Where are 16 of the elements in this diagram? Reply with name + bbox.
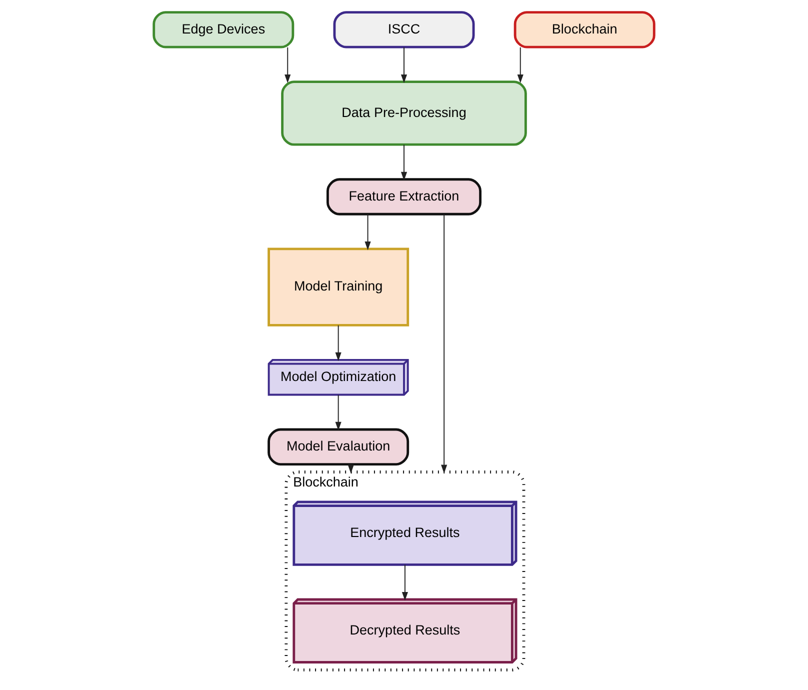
arrow xyxy=(441,214,448,474)
arrow xyxy=(348,464,354,474)
node-box: Feature Extraction xyxy=(326,178,482,216)
node-box: Edge Devices xyxy=(152,11,294,48)
node-box: Model Training xyxy=(268,248,410,326)
arrow xyxy=(517,46,524,84)
arrow xyxy=(402,564,408,601)
arrow xyxy=(335,394,342,431)
node-box: Blockchain xyxy=(514,11,656,48)
arrow xyxy=(364,214,371,250)
arrow xyxy=(400,144,408,181)
arrow xyxy=(335,324,342,362)
node-box: ISCC xyxy=(333,11,475,48)
arrow xyxy=(400,46,408,84)
arrow xyxy=(284,46,291,84)
node-box: Data Pre-Processing xyxy=(281,80,527,146)
